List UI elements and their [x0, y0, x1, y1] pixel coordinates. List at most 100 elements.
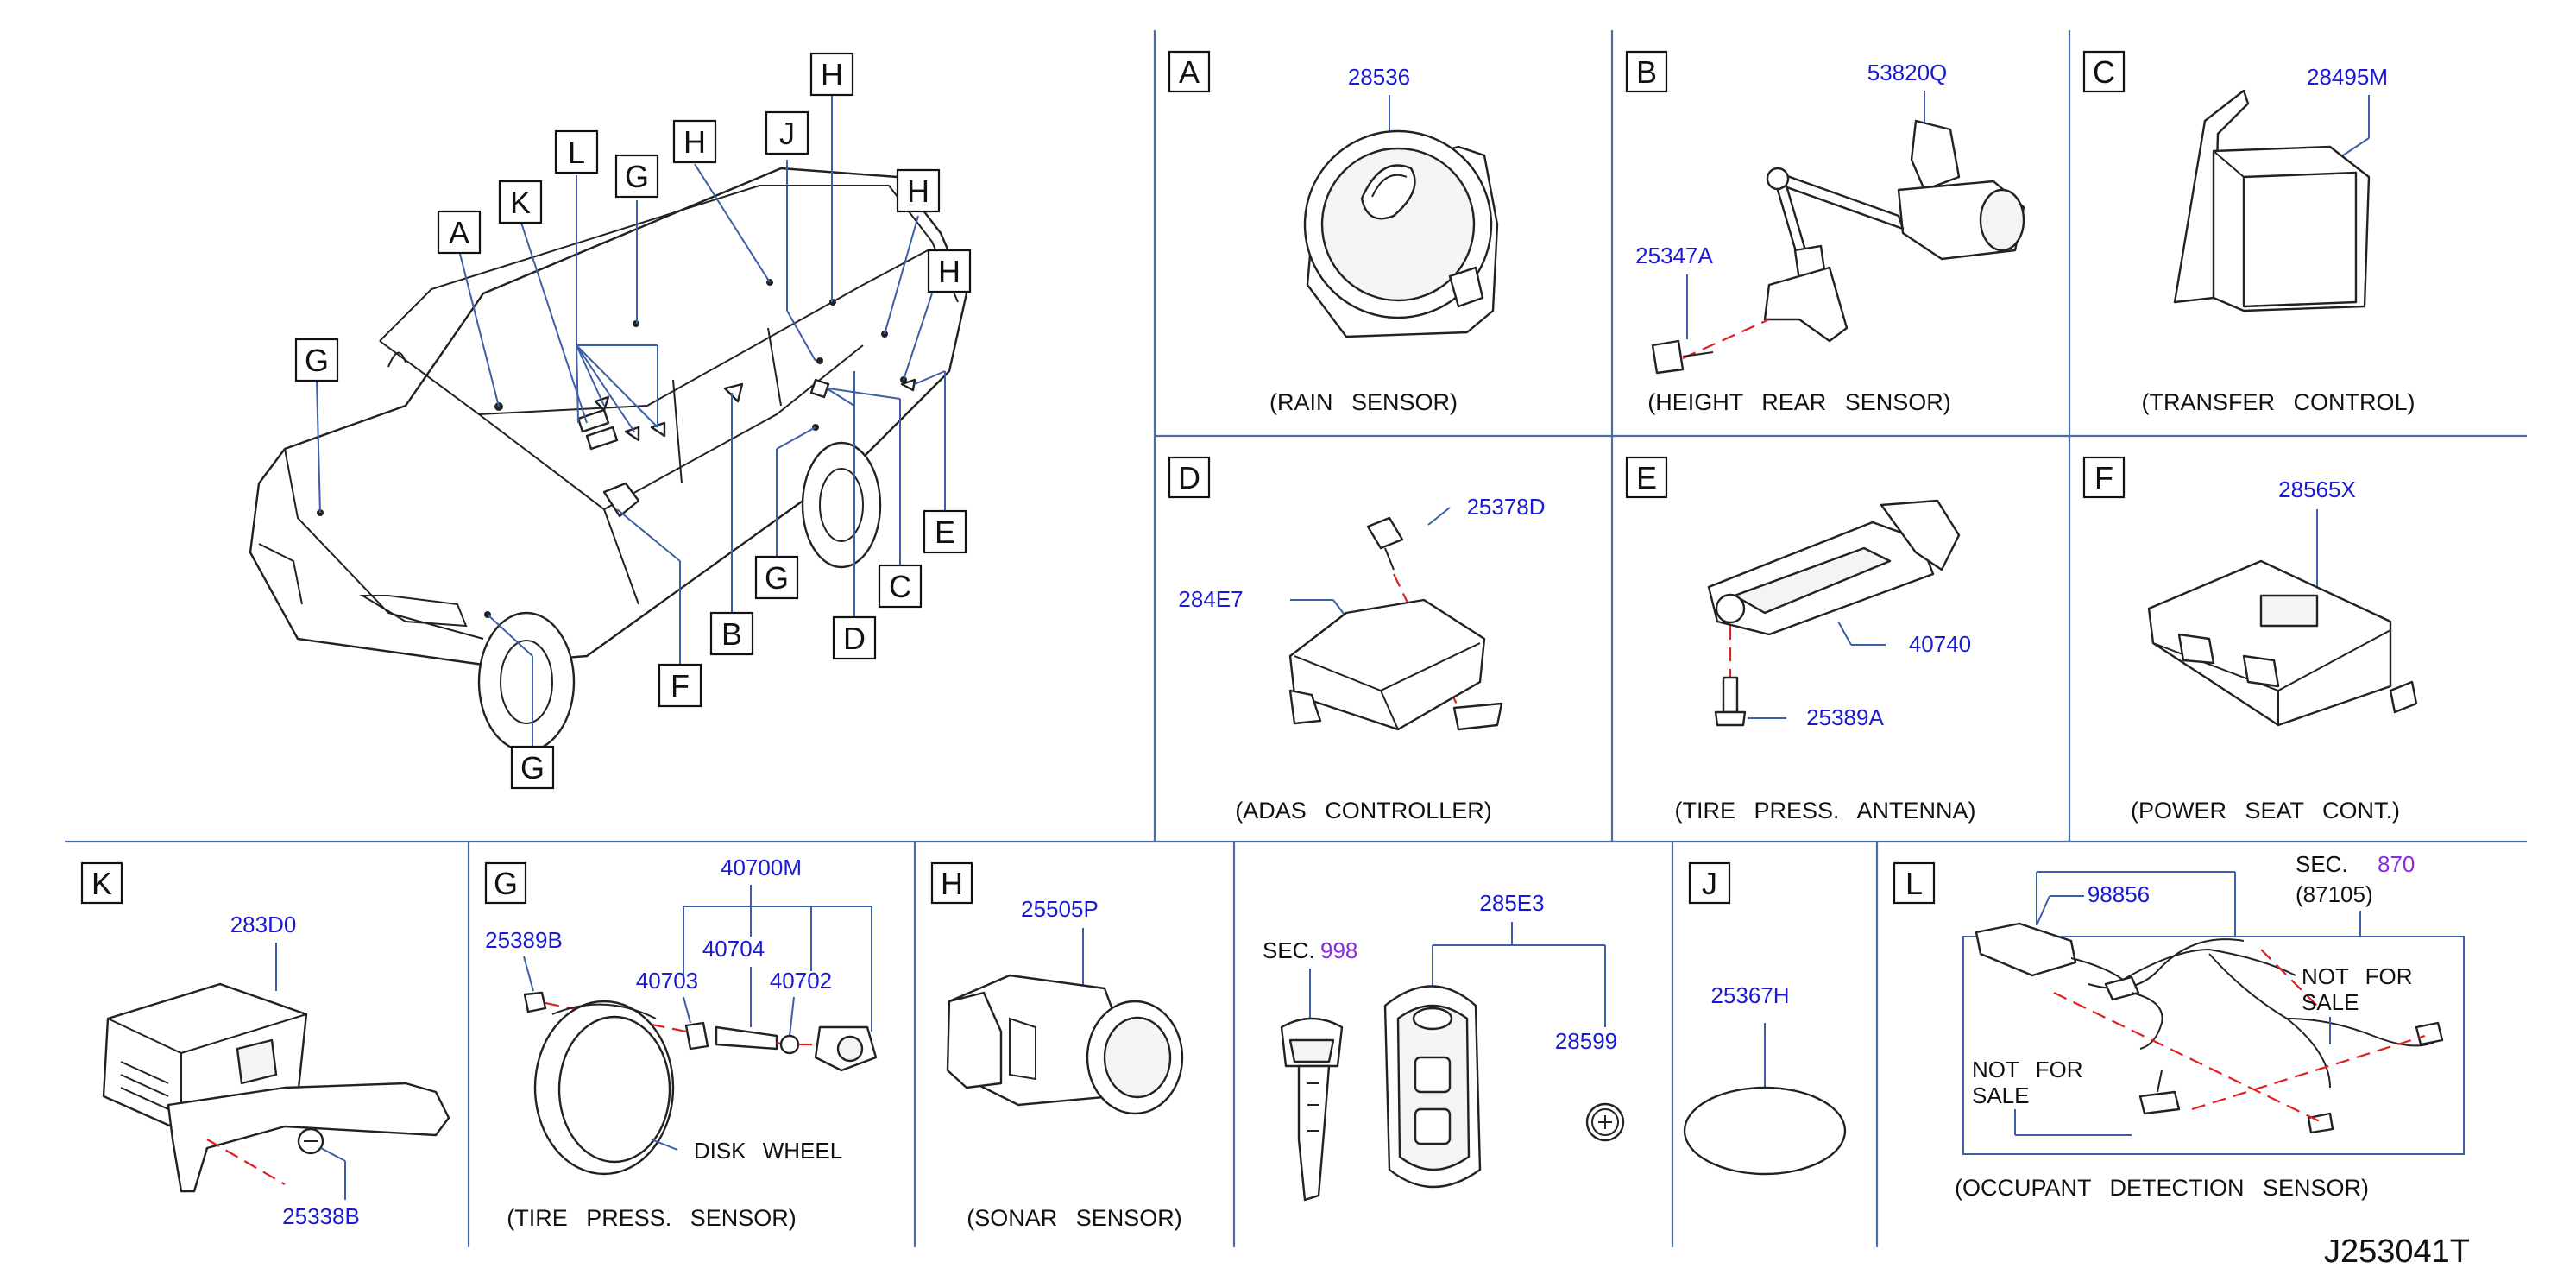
part-number: 98856 [2088, 881, 2150, 907]
part-number: 25378D [1466, 494, 1545, 520]
caption: (RAIN SENSOR) [1269, 389, 1458, 415]
not-for-sale-2-line2: SALE [1972, 1082, 2030, 1108]
part-number: 285E3 [1479, 890, 1544, 916]
callout-A: A [437, 210, 482, 255]
part-number: 25338B [282, 1203, 360, 1229]
svg-text:B: B [721, 616, 742, 652]
caption: (TIRE PRESS. SENSOR) [507, 1205, 797, 1231]
sec-sub: (87105) [2296, 881, 2373, 907]
panel-letter: E [1636, 460, 1657, 495]
sec-number: 870 [2378, 851, 2415, 877]
svg-text:H: H [938, 254, 960, 289]
callout-H-roof: H [672, 119, 717, 164]
panel-k: K 283D0 25338B [80, 861, 450, 1229]
not-for-sale-2-line1: NOT FOR [1972, 1057, 2083, 1082]
panel-letter: D [1178, 460, 1200, 495]
part-number: 25389B [485, 927, 563, 953]
caption: (POWER SEAT CONT.) [2131, 798, 2400, 824]
not-for-sale-1-line1: NOT FOR [2302, 963, 2413, 989]
callout-L: L [554, 129, 599, 174]
caption: (HEIGHT REAR SENSOR) [1647, 389, 1951, 415]
sec-number: 998 [1320, 937, 1357, 963]
part-number: 28565X [2278, 476, 2356, 502]
panel-grid [65, 30, 2527, 1247]
sec-label: SEC. [1263, 937, 1315, 963]
overview-leaders [316, 95, 946, 747]
panel-b-height-rear-sensor: B 53820Q 25347A (HEIGHT REAR SENSOR) [1625, 50, 2025, 415]
part-number: 40704 [702, 936, 765, 962]
callout-G-mid: G [754, 555, 799, 600]
svg-text:L: L [568, 135, 585, 170]
sec-label: SEC. [2296, 851, 2348, 877]
svg-text:G: G [520, 750, 545, 786]
diagram-code: J253041T [2324, 1234, 2470, 1270]
svg-text:G: G [305, 343, 329, 378]
caption: (TIRE PRESS. ANTENNA) [1674, 798, 1975, 824]
panel-letter: B [1636, 54, 1657, 90]
part-number: 25505P [1021, 896, 1099, 922]
disk-wheel-label: DISK WHEEL [694, 1138, 842, 1164]
svg-text:H: H [907, 174, 929, 209]
callout-G-top: G [614, 154, 659, 199]
panel-letter: K [91, 866, 112, 901]
callout-K: K [498, 180, 543, 224]
callout-C: C [878, 564, 923, 609]
part-number: 40703 [636, 968, 698, 994]
svg-text:J: J [779, 116, 795, 151]
callout-B: B [709, 611, 754, 656]
svg-text:E: E [935, 514, 955, 550]
panel-letter: G [494, 866, 518, 901]
part-number: 53820Q [1867, 60, 1948, 85]
part-number: 40700M [721, 855, 802, 880]
callout-H-top: H [809, 52, 854, 97]
svg-text:D: D [843, 621, 866, 656]
callout-H-rear1: H [896, 168, 941, 213]
panel-g-tire-press-sensor: G 40700M 25389B 40704 40703 40702 DISK W… [484, 855, 878, 1231]
panel-c-transfer-control: C 28495M (TRANSFER CONTROL) [2082, 50, 2415, 415]
svg-text:F: F [671, 668, 690, 704]
panel-letter: J [1702, 866, 1717, 901]
callout-F: F [658, 663, 702, 708]
panel-a-rain-sensor: A 28536 (RAIN SENSOR) [1168, 50, 1499, 415]
panel-key: SEC. 998 285E3 28599 [1263, 890, 1625, 1202]
overview-callouts: A K L G H J H H H G E C G D B F G [294, 52, 972, 790]
part-number: 40702 [770, 968, 832, 994]
svg-text:G: G [625, 159, 649, 194]
part-number: 283D0 [230, 912, 297, 937]
callout-E: E [923, 509, 967, 554]
svg-text:H: H [683, 124, 706, 160]
not-for-sale-1-line2: SALE [2302, 989, 2359, 1015]
panel-letter: C [2093, 54, 2115, 90]
panel-f-power-seat-cont: F 28565X (POWER SEAT CONT.) [2082, 456, 2418, 824]
callout-J: J [765, 110, 809, 155]
panel-l-occupant-detection-sensor: L SEC. 870 (87105) 98856 NOT FOR SALE NO… [1893, 851, 2465, 1201]
caption: (OCCUPANT DETECTION SENSOR) [1955, 1175, 2369, 1201]
part-number: 25389A [1806, 704, 1884, 730]
part-number: 25367H [1710, 982, 1789, 1008]
callout-G-bottom: G [510, 745, 555, 790]
callout-D: D [832, 615, 877, 660]
panel-j: J 25367H [1683, 861, 1847, 1176]
svg-text:K: K [510, 185, 531, 220]
panel-letter: L [1905, 866, 1923, 901]
part-number: 284E7 [1178, 586, 1243, 612]
part-number: 28599 [1555, 1028, 1617, 1054]
vehicle-body [249, 167, 968, 666]
svg-text:G: G [765, 560, 789, 596]
part-number: 28536 [1348, 64, 1410, 90]
panel-letter: F [2094, 460, 2113, 495]
svg-text:H: H [821, 57, 843, 92]
part-number: 28495M [2307, 64, 2388, 90]
svg-text:A: A [449, 215, 469, 250]
callout-G-left: G [294, 338, 339, 382]
panel-d-adas-controller: D 25378D 284E7 (ADAS CONTROLLER) [1168, 456, 1546, 824]
panel-e-tire-press-antenna: E 40740 25389A (TIRE PRESS. ANTENNA) [1625, 456, 1976, 824]
panel-letter: A [1179, 54, 1200, 90]
caption: (ADAS CONTROLLER) [1235, 798, 1492, 824]
caption: (SONAR SENSOR) [967, 1205, 1182, 1231]
part-number: 40740 [1909, 631, 1971, 657]
svg-text:C: C [889, 569, 911, 604]
panel-letter: H [941, 866, 963, 901]
caption: (TRANSFER CONTROL) [2142, 389, 2415, 415]
